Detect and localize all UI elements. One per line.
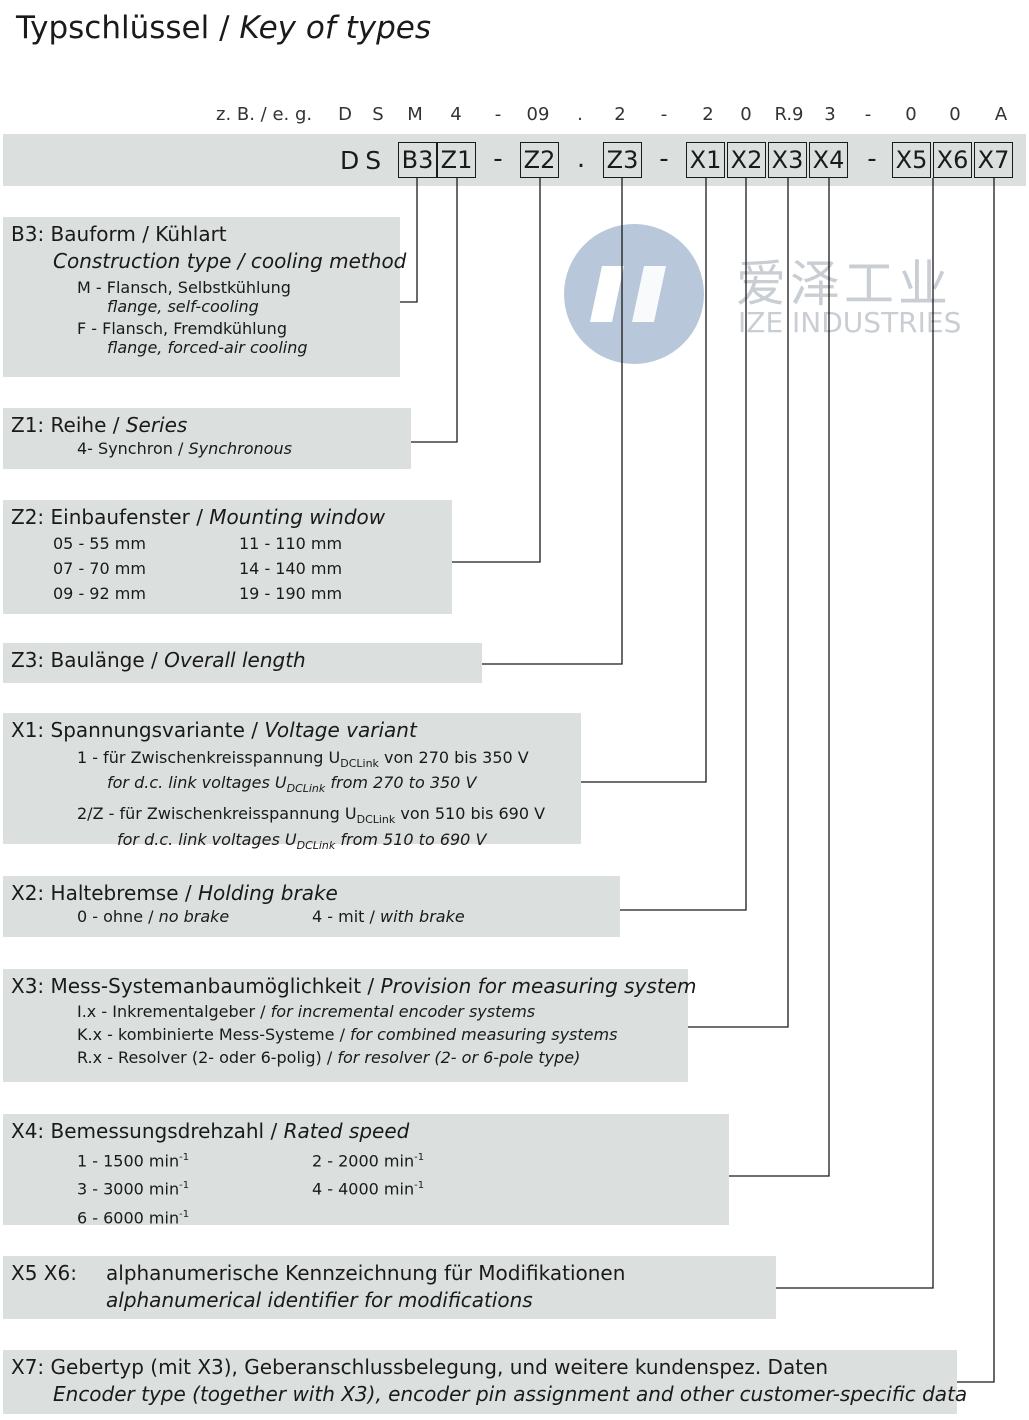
code-box-x2: X2 bbox=[727, 142, 766, 178]
code-box-x7: X7 bbox=[974, 142, 1013, 178]
code-box-x1: X1 bbox=[686, 142, 725, 178]
code-separator: . bbox=[576, 144, 586, 174]
code-separator: - bbox=[867, 144, 877, 174]
type-code-bar bbox=[3, 134, 1026, 186]
panel-x2: X2: Haltebremse / Holding brake 0 - ohne… bbox=[3, 876, 620, 937]
example-char: 3 bbox=[824, 104, 836, 125]
connector-line bbox=[957, 178, 995, 1383]
panel-z1: Z1: Reihe / Series 4- Synchron / Synchro… bbox=[3, 408, 411, 469]
connector-line bbox=[688, 178, 789, 1028]
code-separator: - bbox=[493, 144, 503, 174]
example-char: D bbox=[338, 104, 352, 125]
watermark-logo-icon bbox=[564, 224, 704, 364]
example-char: 4 bbox=[450, 104, 462, 125]
b3-code: B3: bbox=[11, 222, 45, 246]
example-char: - bbox=[494, 104, 502, 125]
code-box-b3: B3 bbox=[398, 142, 437, 178]
panel-x7: X7: Gebertyp (mit X3), Geberanschlussbel… bbox=[3, 1350, 967, 1414]
connector-line bbox=[581, 178, 707, 783]
connector-line bbox=[620, 178, 747, 911]
code-separator: - bbox=[659, 144, 669, 174]
code-box-x6: X6 bbox=[933, 142, 972, 178]
code-box-x5: X5 bbox=[892, 142, 931, 178]
example-char: 2 bbox=[702, 104, 714, 125]
example-char: 0 bbox=[740, 104, 752, 125]
code-box-x3: X3 bbox=[768, 142, 807, 178]
connector-line bbox=[729, 178, 830, 1177]
panel-z2: Z2: Einbaufenster / Mounting window 05 -… bbox=[3, 500, 452, 614]
connector-line bbox=[482, 178, 623, 665]
example-char: R.9 bbox=[774, 104, 804, 125]
connector-line bbox=[411, 178, 458, 443]
code-box-z1: Z1 bbox=[437, 142, 476, 178]
example-char: 0 bbox=[949, 104, 961, 125]
example-char: - bbox=[660, 104, 668, 125]
code-box-z3: Z3 bbox=[603, 142, 642, 178]
watermark-en: IZE INDUSTRIES bbox=[738, 306, 962, 339]
panel-x1: X1: Spannungsvariante / Voltage variant … bbox=[3, 713, 581, 852]
panel-z3: Z3: Baulänge / Overall length bbox=[3, 643, 482, 683]
page-title: Typschlüssel / Key of types bbox=[16, 10, 432, 46]
panel-b3: B3: Bauform / Kühlart Construction type … bbox=[3, 217, 406, 377]
code-box-z2: Z2 bbox=[520, 142, 559, 178]
connector-line bbox=[452, 178, 541, 563]
connector-line bbox=[400, 178, 418, 303]
example-char: 2 bbox=[614, 104, 626, 125]
example-char: 0 bbox=[905, 104, 917, 125]
code-box-x4: X4 bbox=[809, 142, 848, 178]
example-char: M bbox=[407, 104, 423, 125]
example-char: S bbox=[372, 104, 384, 125]
connector-line bbox=[776, 178, 934, 1289]
panel-x5x6: X5 X6: alphanumerische Kennzeichnung für… bbox=[3, 1256, 776, 1319]
example-char: 09 bbox=[526, 104, 550, 125]
watermark-cn: 爱泽工业 bbox=[736, 255, 952, 313]
panel-x3: X3: Mess-Systemanbaumöglichkeit / Provis… bbox=[3, 969, 696, 1082]
code-prefix: DS bbox=[340, 146, 388, 175]
example-char: A bbox=[994, 104, 1008, 125]
example-char: . bbox=[577, 104, 583, 125]
example-char: - bbox=[864, 104, 872, 125]
example-label: z. B. / e. g. bbox=[216, 104, 313, 125]
panel-x4: X4: Bemessungsdrehzahl / Rated speed 1 -… bbox=[3, 1114, 729, 1227]
